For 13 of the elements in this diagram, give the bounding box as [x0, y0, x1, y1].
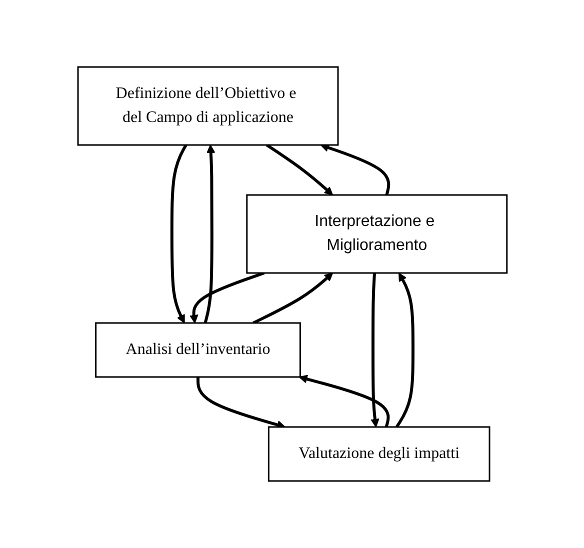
node-box: Analisi dell’inventario — [94, 322, 300, 378]
arrow — [320, 143, 390, 196]
arrow — [265, 144, 333, 196]
arrow — [252, 272, 333, 324]
node-box: Definizione dell’Obiettivo e del Campo di applicazione — [76, 66, 338, 146]
arrow — [394, 272, 414, 428]
node-box: Interpretazione e Miglioramento — [246, 194, 508, 274]
node-box: Valutazione degli impatti — [267, 426, 490, 482]
arrow — [203, 144, 215, 324]
arrow — [298, 374, 390, 428]
arrow — [189, 272, 264, 324]
arrow — [170, 144, 187, 324]
arrow — [370, 272, 379, 428]
